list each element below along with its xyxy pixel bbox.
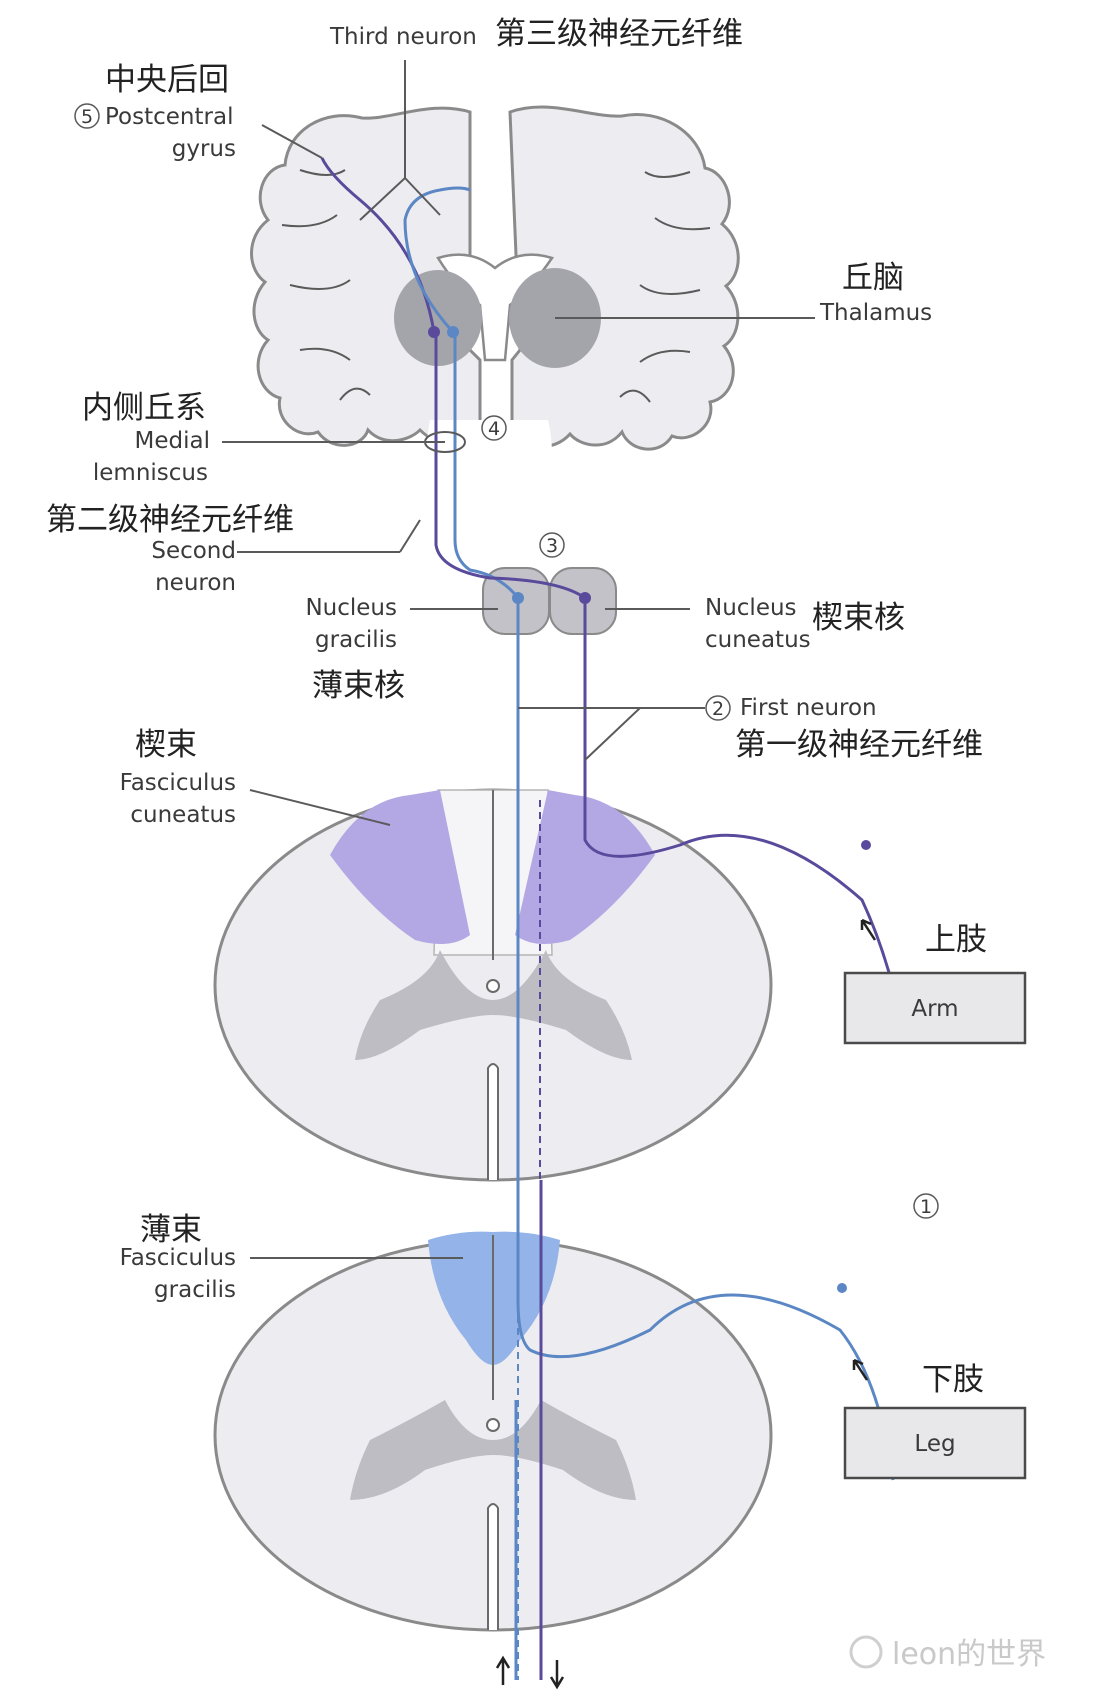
leg-box-frame (843, 1406, 1027, 1480)
watermark-logo (849, 1635, 883, 1669)
fasciculus-gracilis-en-1: Fasciculus (120, 1245, 236, 1271)
thalamus-left (394, 270, 482, 366)
lumbar-central-canal (486, 1418, 500, 1432)
lumbar-ventral-fissure (487, 1503, 499, 1630)
csdn-credit: CSDN @WAYNE DEL (936, 1669, 1096, 1688)
fasciculus-cuneatus-en-1: Fasciculus (120, 770, 236, 796)
medial-lemniscus-ring (424, 431, 466, 453)
upper-limb-zh: 上肢 (925, 922, 987, 958)
descending-arrow (549, 1660, 565, 1690)
arm-box: Arm (843, 971, 1027, 1045)
fasciculus-cuneatus-leader (249, 789, 391, 826)
pathway-fibers (320, 157, 907, 1690)
third-neuron-zh: 第三级神经元纤维 (495, 16, 743, 52)
fasciculus-cuneatus-en-2: cuneatus (130, 802, 236, 828)
marker-4-circle (481, 415, 507, 441)
leg-box: Leg (843, 1406, 1027, 1480)
second-neuron-zh: 第二级神经元纤维 (46, 502, 294, 538)
nucleus-cuneatus-en-2: cuneatus (705, 627, 811, 653)
third-neuron-leader (359, 60, 441, 221)
marker-2-circle (705, 695, 731, 721)
leg-box-label: Leg (914, 1431, 955, 1457)
lumbar-grey-matter (350, 1400, 636, 1500)
fasciculus-gracilis-en-2: gracilis (154, 1277, 236, 1303)
postcentral-leader (261, 124, 323, 159)
arm-box-label: Arm (911, 996, 958, 1022)
left-sulci (281, 169, 371, 401)
step-markers: 4 3 1 2 5 (74, 103, 939, 1219)
leg-ganglion-cell (837, 1283, 847, 1293)
fasciculus-cuneatus-zh: 楔束 (135, 727, 197, 763)
nucleus-gracilis-en-2: gracilis (315, 627, 397, 653)
marker-5: 5 (81, 106, 93, 128)
leg-input-arrow (852, 1358, 869, 1381)
fasciculus-gracilis-zh: 薄束 (140, 1212, 202, 1248)
cervical-cord-section (213, 788, 773, 1182)
right-sulci (619, 171, 711, 403)
first-neuron-arm-fiber (583, 600, 907, 1041)
marker-1-circle (913, 1193, 939, 1219)
first-neuron-zh: 第一级神经元纤维 (735, 727, 983, 763)
watermark: leon的世界 (849, 1635, 1046, 1672)
third-neuron-blue (403, 186, 471, 334)
cervical-central-canal (486, 979, 500, 993)
third-neuron-en: Third neuron (329, 24, 477, 50)
second-neuron-en-2: neuron (155, 570, 236, 596)
fasciculus-cuneatus-right (515, 790, 655, 944)
brain-section (250, 105, 740, 520)
arm-box-frame (843, 971, 1027, 1045)
marker-1: 1 (920, 1196, 932, 1218)
marker-3: 3 (546, 535, 558, 557)
nucleus-gracilis-zh: 薄束核 (312, 668, 405, 704)
thalamus-zh: 丘脑 (842, 260, 904, 296)
second-neuron-en-1: Second (151, 538, 236, 564)
arm-ganglion-cell (861, 840, 871, 850)
leader-lines (222, 60, 815, 1259)
thalamus-en: Thalamus (819, 300, 932, 326)
postcentral-zh: 中央后回 (105, 62, 229, 98)
first-neuron-en: First neuron (740, 695, 877, 721)
marker-4: 4 (488, 418, 500, 440)
second-neuron-leader (237, 519, 421, 553)
cervical-grey-matter (355, 950, 632, 1060)
lumbar-cord-section (213, 1231, 773, 1632)
marker-3-circle (539, 532, 565, 558)
medial-lemniscus-en-2: lemniscus (93, 460, 208, 486)
postcentral-en-1: Postcentral (105, 104, 233, 130)
first-neuron-leader (518, 707, 705, 761)
nucleus-gracilis-en-1: Nucleus (305, 595, 397, 621)
medial-lemniscus-en-1: Medial (135, 428, 210, 454)
postcentral-en-2: gyrus (172, 136, 236, 162)
brainstem (426, 420, 552, 520)
second-neuron-purple (434, 330, 586, 600)
fasciculus-cuneatus-left (330, 790, 470, 944)
lower-limb-zh: 下肢 (922, 1362, 984, 1398)
ascending-arrow (495, 1655, 511, 1685)
marker-2: 2 (712, 698, 724, 720)
text-labels: Third neuron 第三级神经元纤维 中央后回 Postcentral g… (46, 16, 987, 1398)
nucleus-cuneatus-zh: 楔束核 (812, 600, 905, 636)
nucleus-cuneatus-en-1: Nucleus (705, 595, 797, 621)
watermark-text: leon的世界 (892, 1637, 1046, 1672)
cervical-ventral-fissure (487, 1063, 499, 1180)
arm-input-arrow (860, 918, 877, 941)
medial-lemniscus-zh: 内侧丘系 (82, 390, 206, 426)
second-neuron-blue (453, 330, 520, 599)
first-neuron-leg-fiber (516, 600, 895, 1481)
marker-5-circle (74, 103, 100, 129)
